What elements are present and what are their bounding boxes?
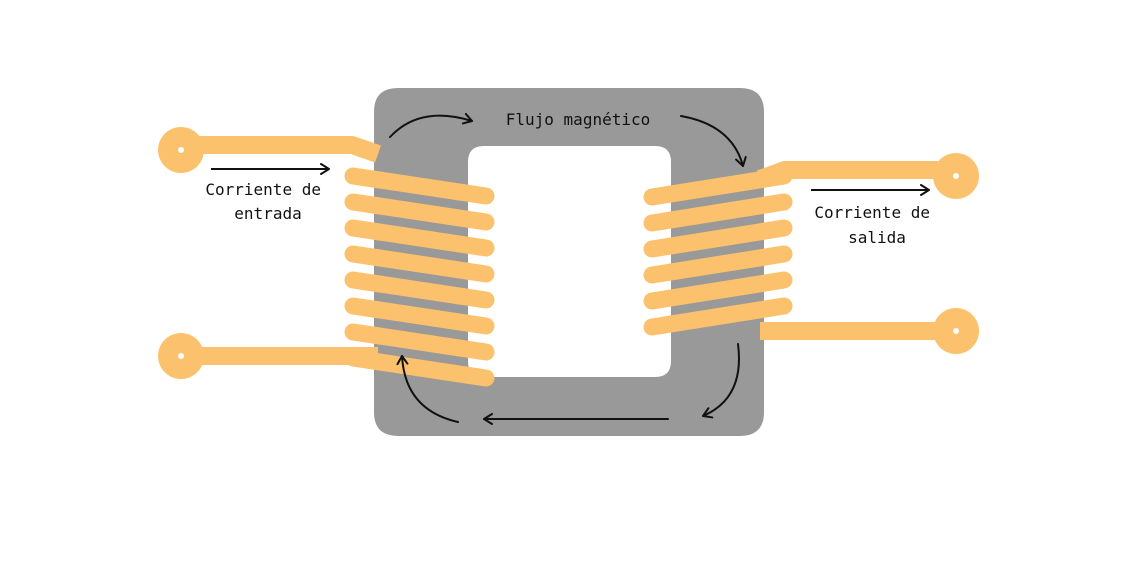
secondary-coil-turn [643, 193, 793, 232]
primary-coil-turn [344, 219, 495, 257]
primary-coil-turn [344, 193, 495, 231]
secondary-coil-turn [643, 245, 793, 284]
flux-arrow-bottom-right [702, 343, 740, 419]
secondary-coil [643, 167, 793, 336]
flux-arrow-bottom-left [396, 355, 459, 423]
primary-coil-turn [344, 167, 495, 205]
output-terminals [756, 153, 979, 354]
secondary-coil-turn [643, 271, 793, 310]
input-current-label: Corriente de entrada [205, 180, 330, 223]
flux-arrow-top-left [389, 112, 473, 138]
input-lead-top [181, 136, 381, 163]
primary-coil-turn [344, 271, 495, 309]
flux-arrows [389, 112, 747, 425]
flux-label: Flujo magnético [506, 110, 651, 129]
primary-coil-turn [344, 245, 495, 283]
flux-arrow-top-right [680, 115, 747, 167]
primary-coil-turn [344, 323, 495, 361]
primary-coil [344, 167, 495, 387]
output-current-label: Corriente de salida [814, 203, 939, 247]
secondary-coil-turn [643, 167, 793, 206]
secondary-coil-turn [643, 297, 793, 336]
primary-coil-turn [344, 349, 495, 387]
secondary-coil-turn [643, 219, 793, 258]
primary-coil-turn [344, 297, 495, 335]
